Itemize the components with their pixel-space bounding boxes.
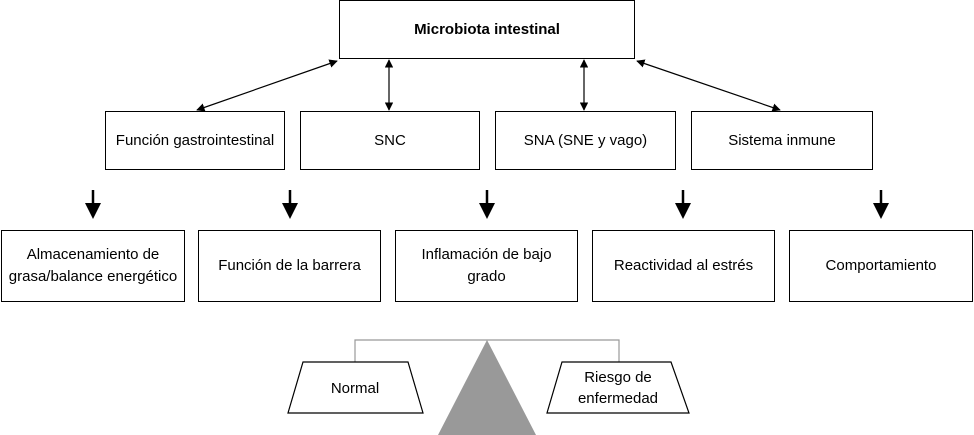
- pan-riesgo: [546, 361, 690, 414]
- box-microbiota-intestinal: Microbiota intestinal: [339, 0, 635, 59]
- box-snc: SNC: [300, 111, 480, 170]
- box-funcion-gastrointestinal: Función gastrointestinal: [105, 111, 285, 170]
- label-normal: Normal: [330, 379, 380, 397]
- arrow-top-to-gastro: [196, 59, 338, 112]
- arrow-top-to-immune: [636, 59, 781, 112]
- box-sna: SNA (SNE y vago): [495, 111, 676, 170]
- down-arrow-5: [873, 190, 889, 219]
- box-funcion-barrera: Función de la barrera: [198, 230, 381, 302]
- box-reactividad-estres: Reactividad al estrés: [592, 230, 775, 302]
- box-comportamiento: Comportamiento: [789, 230, 973, 302]
- box-almacenamiento-grasa: Almacenamiento de grasa/balance energéti…: [1, 230, 185, 302]
- down-arrow-2: [282, 190, 298, 219]
- box-inflamacion-bajo-grado: Inflamación de bajo grado: [395, 230, 578, 302]
- balance-fulcrum: [438, 340, 536, 435]
- pan-normal: [287, 361, 424, 414]
- label-riesgo-enfermedad: Riesgo de enfermedad: [577, 369, 659, 407]
- down-arrow-3: [479, 190, 495, 219]
- down-arrow-4: [675, 190, 691, 219]
- box-sistema-inmune: Sistema inmune: [691, 111, 873, 170]
- down-arrow-1: [85, 190, 101, 219]
